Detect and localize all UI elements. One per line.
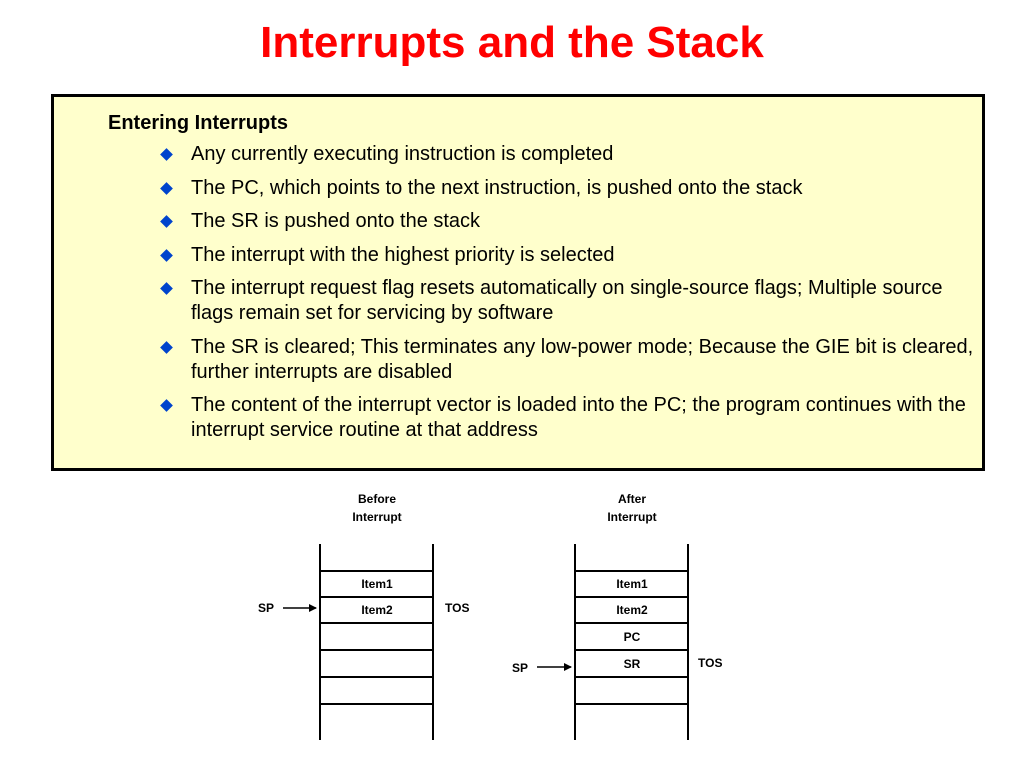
after-header-line1: After (618, 492, 646, 506)
entering-interrupts-box: Entering Interrupts Any currently execut… (51, 94, 985, 471)
after-stack-item: Item2 (616, 603, 648, 617)
bullet-item: The SR is cleared; This terminates any l… (160, 335, 981, 385)
bullet-item: The interrupt request flag resets automa… (160, 276, 981, 326)
bullet-item: The SR is pushed onto the stack (160, 209, 981, 234)
after-header-line2: Interrupt (607, 510, 656, 524)
bullet-item: The content of the interrupt vector is l… (160, 393, 981, 443)
after-stack-item: SR (624, 657, 641, 671)
bullet-list: Any currently executing instruction is c… (160, 142, 981, 452)
before-sp-label: SP (258, 601, 274, 615)
bullet-item: The interrupt with the highest priority … (160, 243, 981, 268)
before-tos-label: TOS (445, 601, 469, 615)
before-header-line1: Before (358, 492, 396, 506)
bullet-text: The content of the interrupt vector is l… (191, 394, 966, 441)
bullet-item: Any currently executing instruction is c… (160, 142, 981, 167)
after-tos-label: TOS (698, 656, 722, 670)
bullet-text: The SR is cleared; This terminates any l… (191, 335, 974, 383)
after-interrupt-stack: After Interrupt Item1 Item2 PC SR SP TOS (512, 492, 722, 740)
before-header-line2: Interrupt (352, 510, 401, 524)
bullet-text: The PC, which points to the next instruc… (191, 176, 803, 199)
before-stack-item: Item2 (361, 603, 393, 617)
after-stack-item: PC (624, 630, 641, 644)
bullet-text: Any currently executing instruction is c… (191, 143, 614, 165)
slide-title: Interrupts and the Stack (260, 18, 764, 67)
bullet-text: The interrupt with the highest priority … (191, 243, 615, 266)
before-stack-item: Item1 (361, 577, 393, 591)
after-stack-item: Item1 (616, 577, 648, 591)
bullet-text: The SR is pushed onto the stack (191, 210, 481, 232)
box-heading: Entering Interrupts (108, 112, 289, 134)
bullet-text: The interrupt request flag resets automa… (191, 277, 943, 324)
bullet-item: The PC, which points to the next instruc… (160, 176, 981, 201)
before-interrupt-stack: Before Interrupt Item1 Item2 SP TOS (258, 492, 469, 740)
after-sp-label: SP (512, 661, 528, 675)
